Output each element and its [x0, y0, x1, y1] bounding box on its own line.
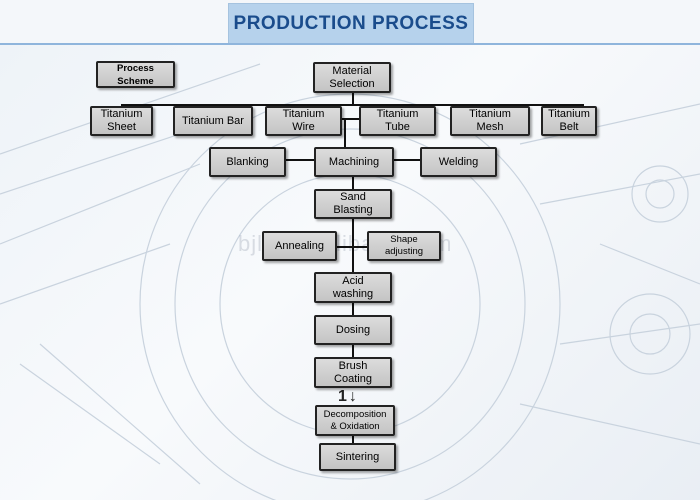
node-titanium-mesh: Titanium Mesh	[450, 106, 530, 136]
connector	[568, 104, 570, 107]
node-titanium-sheet: Titanium Sheet	[90, 106, 153, 136]
node-machining: Machining	[314, 147, 394, 177]
blueprint-drawing	[0, 63, 700, 500]
node-welding: Welding	[420, 147, 497, 177]
connector	[352, 92, 354, 106]
connector	[394, 159, 420, 161]
connector	[489, 104, 491, 107]
node-blanking: Blanking	[209, 147, 286, 177]
node-material-selection: Material Selection	[313, 62, 391, 93]
page-title: PRODUCTION PROCESS	[228, 3, 474, 45]
node-titanium-bar: Titanium Bar	[173, 106, 253, 136]
node-sintering: Sintering	[319, 443, 396, 471]
connector	[342, 118, 359, 120]
node-dosing: Dosing	[314, 315, 392, 345]
node-shape-adjusting: Shape adjusting	[367, 231, 441, 261]
connector	[286, 159, 314, 161]
connector	[397, 104, 399, 107]
connector	[352, 175, 354, 189]
connector	[352, 435, 354, 444]
connector	[352, 217, 354, 273]
node-decomposition-oxidation: Decomposition & Oxidation	[315, 405, 395, 436]
node-brush-coating: Brush Coating	[314, 357, 392, 388]
legend-process-scheme: Process Scheme	[96, 61, 175, 88]
node-annealing: Annealing	[262, 231, 337, 261]
connector	[121, 104, 123, 107]
node-titanium-belt: Titanium Belt	[541, 106, 597, 136]
node-acid-washing: Acid washing	[314, 272, 392, 303]
connector	[344, 118, 346, 148]
connector	[121, 104, 584, 106]
connector	[212, 104, 214, 107]
loop-arrows: 1↓	[338, 388, 359, 405]
node-sand-blasting: Sand Blasting	[314, 189, 392, 219]
connector	[352, 343, 354, 358]
connector	[303, 104, 305, 107]
connector	[336, 246, 368, 248]
connector	[352, 301, 354, 316]
node-titanium-tube: Titanium Tube	[359, 106, 436, 136]
node-titanium-wire: Titanium Wire	[265, 106, 342, 136]
header-divider	[0, 43, 700, 45]
